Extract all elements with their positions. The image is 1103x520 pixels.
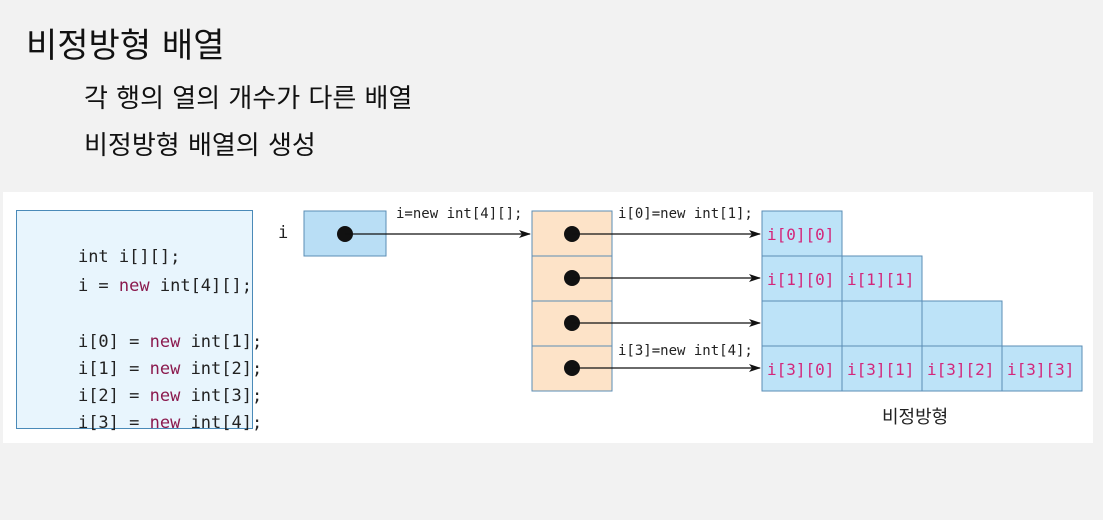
- diagram-caption: 비정방형: [882, 407, 948, 428]
- element-cell: [1001, 345, 1083, 392]
- var-label: i: [278, 223, 288, 243]
- element-grid: i[0][0] i[1][0] i[1][1] i[3][0] i[3][1] …: [761, 210, 1083, 392]
- code-line-alloc-rows: i = new int[4][];: [77, 276, 252, 296]
- slide-title: 비정방형 배열: [26, 26, 225, 66]
- row-ref-column: [531, 210, 613, 392]
- element-label: i[1][1]: [847, 270, 914, 289]
- code-line-row2: i[2] = new int[3];: [77, 386, 263, 406]
- arrow-label-row0: i[0]=new int[1];: [618, 206, 753, 222]
- element-label: i[3][3]: [1007, 360, 1074, 379]
- element-cell: [841, 255, 923, 302]
- element-label: i[3][2]: [927, 360, 994, 379]
- element-cell: [761, 300, 843, 347]
- element-label: i[0][0]: [767, 225, 834, 244]
- code-line-row3: i[3] = new int[4];: [77, 413, 263, 433]
- element-label: i[1][0]: [767, 270, 834, 289]
- element-label: i[3][1]: [847, 360, 914, 379]
- element-cell: [921, 300, 1003, 347]
- element-cell: [921, 345, 1003, 392]
- code-line-row0: i[0] = new int[1];: [77, 332, 263, 352]
- element-cell: [841, 345, 923, 392]
- element-cell: [761, 255, 843, 302]
- bullet-creation: 비정방형 배열의 생성: [84, 131, 316, 161]
- element-cell: [841, 300, 923, 347]
- element-cell: [761, 345, 843, 392]
- arrow-label-alloc-rows: i=new int[4][];: [396, 206, 522, 222]
- code-box: int i[][]; i = new int[4][]; i[0] = new …: [16, 210, 262, 433]
- element-label: i[3][0]: [767, 360, 834, 379]
- code-line-row1: i[1] = new int[2];: [77, 359, 263, 379]
- code-line-decl: int i[][];: [77, 247, 181, 267]
- arrow-label-row3: i[3]=new int[4];: [618, 343, 753, 359]
- bullet-description: 각 행의 열의 개수가 다른 배열: [84, 84, 413, 114]
